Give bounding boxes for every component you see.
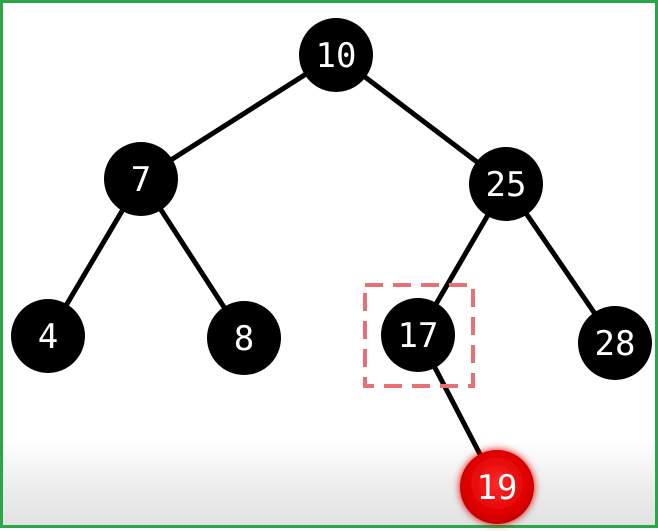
tree-node-n28: 28 [578,306,652,380]
tree-node-n7: 7 [104,142,178,216]
binary-tree-diagram: 10 7 25 4 8 17 28 19 [11,18,652,524]
node-label: 25 [486,165,527,205]
node-circle [460,450,534,524]
node-circle [299,18,373,92]
tree-node-n10: 10 [299,18,373,92]
node-circle [104,142,178,216]
tree-node-n17: 17 [381,298,455,372]
highlight-box [363,283,475,388]
tree-edges [45,52,618,490]
tree-node-n19: 19 [460,450,534,524]
node-label: 4 [38,317,58,357]
tree-node-n8: 8 [207,301,281,375]
tree-node-n4: 4 [11,299,85,373]
tree-node-n25: 25 [469,147,543,221]
node-circle [207,301,281,375]
node-label: 17 [398,316,439,356]
node-label: 28 [595,324,636,364]
node-circle [11,299,85,373]
node-circle [578,306,652,380]
tree-nodes: 10 7 25 4 8 17 28 19 [11,18,652,524]
node-circle [381,298,455,372]
node-label: 7 [131,160,151,200]
node-label: 10 [316,36,357,76]
node-label: 19 [477,468,518,508]
node-circle [469,147,543,221]
node-label: 8 [234,319,254,359]
edge-n10-n7 [138,52,339,182]
